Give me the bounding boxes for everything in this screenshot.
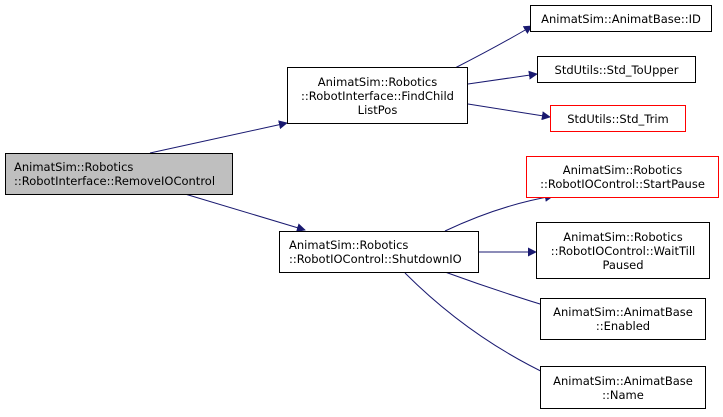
node-label-line: AnimatSim::AnimatBase: [553, 373, 693, 388]
node-label-line: ::RobotInterface::RemoveIOControl: [14, 174, 216, 188]
node-label-line: AnimatSim::AnimatBase: [553, 305, 693, 319]
node-label-line: ListPos: [357, 102, 398, 117]
node-label-line: AnimatSim::Robotics: [563, 229, 683, 244]
node-label-line: AnimatSim::Robotics: [317, 74, 438, 89]
node-label-line: ::Name: [602, 387, 644, 402]
node-label-line: ::RobotIOControl::WaitTill: [550, 243, 696, 258]
node-label-line: ::RobotIOControl::ShutdownIO: [289, 252, 462, 266]
node-animat-base-enabled[interactable]: AnimatSim::AnimatBase ::Enabled: [540, 298, 706, 340]
edge-findchild-to-trim: [467, 103, 551, 121]
node-std-trim[interactable]: StdUtils::Std_Trim: [550, 105, 686, 132]
node-label-line: StdUtils::Std_ToUpper: [554, 62, 679, 77]
node-label-line: AnimatSim::Robotics: [562, 163, 683, 177]
edge-shutdown-to-name: [404, 272, 552, 377]
node-remove-io-control[interactable]: AnimatSim::Robotics ::RobotInterface::Re…: [5, 153, 233, 195]
edge-findchild-to-toupper: [467, 70, 538, 85]
node-label-line: AnimatSim::Robotics: [289, 238, 409, 252]
node-shutdown-io[interactable]: AnimatSim::Robotics ::RobotIOControl::Sh…: [279, 231, 479, 273]
node-animat-base-name[interactable]: AnimatSim::AnimatBase ::Name: [540, 366, 706, 409]
edge-shutdown-to-startpause: [444, 192, 554, 232]
node-label-line: AnimatSim::AnimatBase::ID: [541, 11, 701, 26]
node-wait-till-paused[interactable]: AnimatSim::Robotics ::RobotIOControl::Wa…: [536, 222, 710, 279]
node-label-line: ::RobotInterface::FindChild: [301, 88, 454, 103]
node-label-line: ::Enabled: [595, 319, 651, 333]
node-label-line: StdUtils::Std_Trim: [567, 111, 669, 126]
node-label-line: AnimatSim::Robotics: [14, 160, 134, 174]
edge-remove-to-shutdown: [184, 193, 306, 232]
edge-remove-to-findchild: [149, 120, 288, 154]
node-std-to-upper[interactable]: StdUtils::Std_ToUpper: [537, 56, 696, 83]
node-label-line: ::RobotIOControl::StartPause: [540, 177, 705, 191]
node-start-pause[interactable]: AnimatSim::Robotics ::RobotIOControl::St…: [526, 156, 719, 198]
node-label-line: Paused: [602, 257, 644, 272]
node-find-child-list-pos[interactable]: AnimatSim::Robotics ::RobotInterface::Fi…: [287, 67, 468, 124]
node-animat-base-id[interactable]: AnimatSim::AnimatBase::ID: [530, 5, 712, 32]
edge-findchild-to-id: [454, 25, 533, 69]
